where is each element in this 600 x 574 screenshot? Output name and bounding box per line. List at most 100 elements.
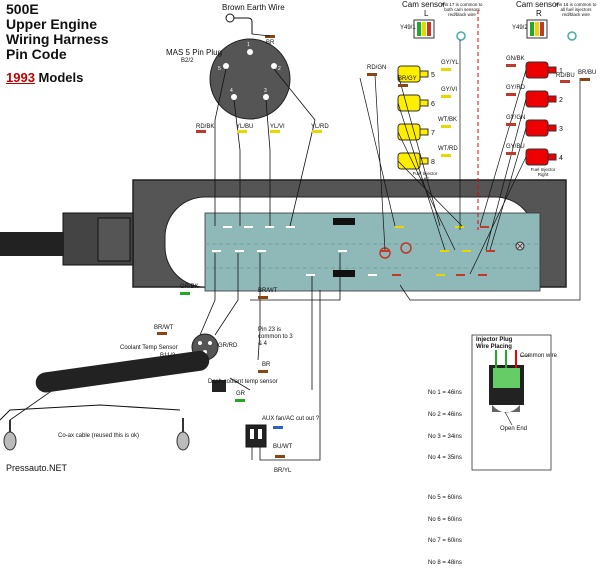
pin-marks-mid	[212, 250, 495, 252]
wire-yl-rd: YL/RD	[311, 124, 329, 130]
cam-sensor-right-connector	[526, 19, 548, 39]
coolant-temp-code: B11/2	[160, 353, 176, 359]
wire-wt-bk: WT/BK	[438, 117, 457, 123]
pin17-marker-icon	[456, 31, 466, 41]
pin17-note: Pin 17 is common to both cam sensors red…	[441, 2, 483, 17]
wire-gr: GR	[236, 391, 245, 397]
footer-credit: Pressauto.NET	[6, 463, 68, 473]
wire-yl-bu: YL/BU	[236, 124, 254, 130]
wire-rd-bk: RD/BK	[196, 124, 215, 130]
legend-item: No 2 = 46ins	[428, 412, 462, 419]
aux-fan-label: AUX fan/AC cut out ?	[262, 416, 320, 422]
open-end-label: Open End	[500, 426, 528, 432]
fuel-injector-left-label: Fuel Injector Left	[412, 171, 438, 181]
coolant-temp-label: Coolant Temp Sensor	[120, 345, 178, 351]
legend-item: No 6 = 60ins	[428, 516, 462, 523]
legend-item: No 1 = 46ins	[428, 390, 462, 397]
wire-rd-gn: RD/GN	[367, 65, 387, 71]
cam-sensor-left-side: L	[424, 9, 429, 18]
wire-gy-bu: GY/BU	[506, 144, 525, 150]
cam-sensor-right-side: R	[536, 9, 542, 18]
wire-gn-bk-r: GN/BK	[506, 56, 525, 62]
wire-br-wt-lower: BR/WT	[258, 288, 278, 294]
br-top-label: BR	[266, 40, 275, 46]
pin-marks-bottom	[306, 274, 487, 276]
mas-plug-label: MAS 5 Pin Plug	[166, 48, 223, 57]
mas-plug-body	[209, 38, 291, 120]
mas-plug-pins	[223, 49, 277, 100]
injector-legend: No 1 = 46ins No 2 = 46ins No 3 = 34ins N…	[428, 376, 462, 574]
svg-text:3: 3	[559, 126, 563, 133]
title-line-2: Upper Engine	[6, 16, 98, 32]
cam-sensor-left-connector	[413, 19, 435, 39]
wire-gy-gn: GY/GN	[506, 115, 526, 121]
svg-text:4: 4	[230, 88, 233, 94]
y49-2-label: Y49/2	[512, 25, 528, 31]
brown-earth-wire-label: Brown Earth Wire	[222, 3, 285, 12]
wire-br-mid: BR	[262, 362, 271, 368]
injector-plug-title: Injector Plug	[476, 337, 513, 343]
wire-bu-wt: BU/WT	[273, 444, 293, 450]
wire-gy-yl: GY/YL	[441, 60, 459, 66]
svg-text:5: 5	[431, 72, 435, 79]
connector-key-2	[333, 270, 355, 277]
model-year: 1993 Models	[6, 70, 83, 85]
svg-text:6: 6	[431, 101, 435, 108]
cam-sensor-left-label: Cam sensor	[402, 0, 446, 9]
aux-fan-connector	[245, 424, 267, 448]
title-line-1: 500E	[6, 1, 39, 17]
wiring-diagram: 1 5 2 4 3 5 6 7 8	[0, 10, 590, 471]
wire-wt-rd: WT/RD	[438, 146, 458, 152]
fuel-injectors-right	[525, 61, 557, 166]
right-color-marks	[367, 64, 590, 157]
wire-rd-bu: RD/BU	[556, 73, 575, 79]
svg-text:2: 2	[559, 97, 563, 104]
mas-plug-pin-numbers: 1 5 2 4 3	[218, 42, 281, 94]
cable-grip	[97, 217, 131, 262]
svg-text:2: 2	[278, 66, 281, 72]
model-year-number: 1993	[6, 70, 35, 85]
right-wiring	[359, 40, 581, 301]
svg-text:1: 1	[247, 42, 250, 48]
legend-item: No 8 = 48ins	[428, 560, 462, 567]
wire-br-gy: BR/GY	[398, 76, 417, 82]
pin-ring-red-2	[400, 242, 412, 254]
svg-text:4: 4	[559, 155, 563, 162]
title-line-4: Pin Code	[6, 46, 67, 62]
svg-text:5: 5	[218, 66, 221, 72]
dash-sensor-label: Dash coolant temp sensor	[208, 379, 278, 385]
cable-trunk	[0, 232, 64, 256]
injector-numbers-right: 1 2 3 4	[559, 68, 563, 162]
title-line-3: Wiring Harness	[6, 31, 109, 47]
mas-wires	[214, 68, 316, 227]
legend-item: No 5 = 60ins	[428, 495, 462, 502]
injector-numbers-left: 5 6 7 8	[431, 72, 435, 166]
y49-1-label: Y49/1	[400, 25, 416, 31]
connector-key	[333, 218, 355, 225]
pin16-marker-icon	[567, 31, 577, 41]
pin16-note: Pin 16 is common to all fuel injectors r…	[555, 2, 597, 17]
diagram-title: 500E Upper Engine Wiring Harness Pin Cod…	[6, 2, 109, 62]
wire-br-wt-left: BR/WT	[154, 325, 174, 331]
wire-gr-rd: GR/RD	[218, 343, 238, 349]
dash-sensor-head	[212, 380, 226, 392]
fuel-injector-right-label: Fuel Injector Right	[530, 167, 556, 177]
injector-plug-subtitle: Wire Placing	[476, 344, 512, 350]
dash-sensor-lead	[35, 350, 210, 393]
wire-gy-vi: GY/VI	[441, 87, 458, 93]
coax-plug-left	[3, 431, 17, 451]
svg-text:1: 1	[559, 68, 563, 75]
cam-sensor-right-label: Cam sensor	[516, 0, 560, 9]
mas-plug-code: B2/2	[181, 58, 194, 64]
svg-text:7: 7	[431, 130, 435, 137]
wire-yl-vi: YL/VI	[270, 124, 285, 130]
svg-text:8: 8	[431, 159, 435, 166]
co-ax-label: Co-ax cable (reused this is ok)	[58, 433, 140, 439]
wire-br-yl: BR/YL	[274, 468, 292, 474]
earth-ring-icon	[225, 13, 235, 23]
svg-text:3: 3	[264, 88, 267, 94]
legend-item: No 7 = 60ins	[428, 538, 462, 545]
coax-plug-right	[176, 431, 190, 451]
wire-br-bu: BR/BU	[578, 70, 597, 76]
wire-gr-bk: GR/BK	[180, 284, 199, 290]
